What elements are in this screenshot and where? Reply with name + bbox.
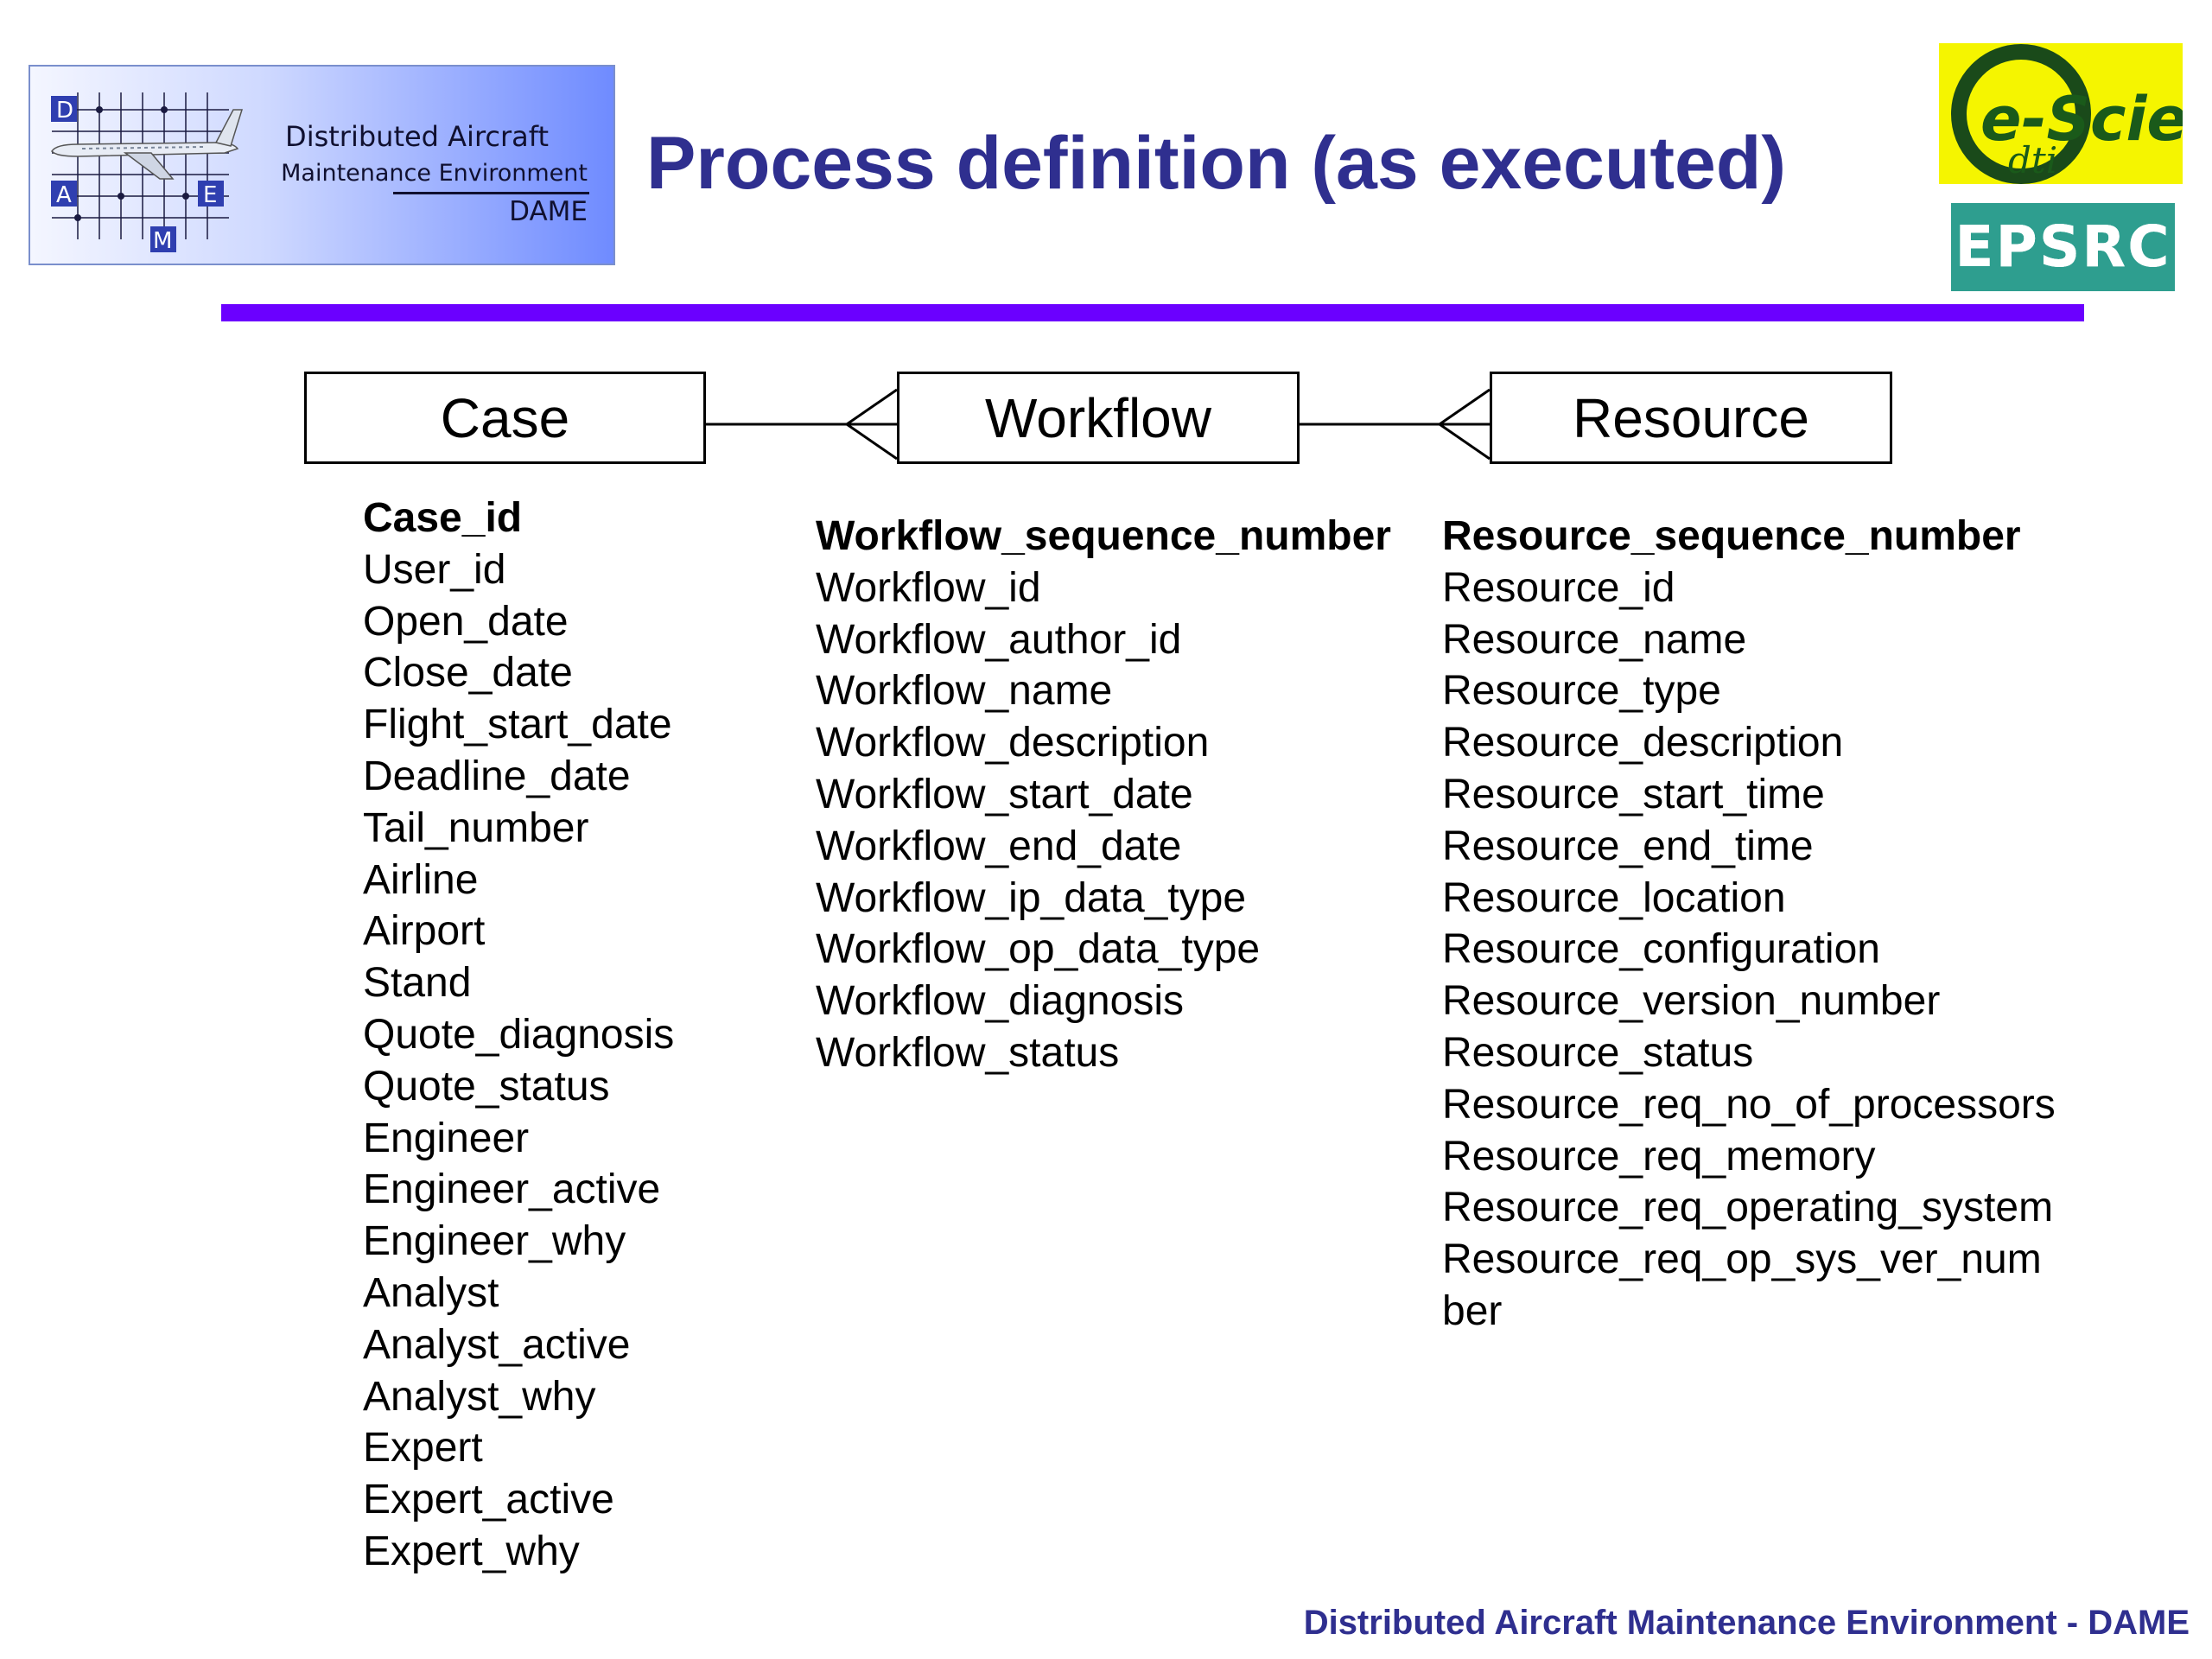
attribute-item: Expert_why <box>363 1528 580 1574</box>
epsrc-logo-text: EPSRC <box>1955 213 2171 280</box>
escience-sub-text: dti <box>2008 139 2057 181</box>
attribute-item: Airline <box>363 856 479 903</box>
attribute-item: Deadline_date <box>363 753 631 799</box>
attribute-item: Workflow_diagnosis <box>816 978 1184 1025</box>
attribute-item: Engineer <box>363 1115 530 1161</box>
dame-logo-line3: DAME <box>509 196 588 227</box>
attribute-item: Expert <box>363 1425 483 1471</box>
dame-letter-d: D <box>56 98 73 124</box>
attribute-item: Workflow_start_date <box>816 771 1193 817</box>
dame-grid-graphic: D A E M <box>51 92 244 254</box>
attribute-item: Close_date <box>363 650 573 696</box>
attribute-item: Workflow_status <box>816 1029 1120 1076</box>
epsrc-logo: EPSRC <box>1951 203 2175 291</box>
escience-logo: e-Science dti <box>1939 43 2212 184</box>
attribute-item: Tail_number <box>363 804 589 851</box>
attribute-item: Expert_active <box>363 1477 614 1523</box>
dame-letter-a: A <box>56 182 72 208</box>
attribute-item: Resource_req_op_sys_ver_num <box>1442 1236 2042 1283</box>
attribute-item: Engineer_active <box>363 1166 661 1213</box>
dame-letter-m: M <box>153 228 172 254</box>
attribute-item: User_id <box>363 546 506 593</box>
attribute-item: Workflow_name <box>816 668 1113 715</box>
attribute-item: Resource_location <box>1442 874 1786 921</box>
attribute-item: Flight_start_date <box>363 702 672 748</box>
entity-resource: Resource <box>1490 372 1892 464</box>
attribute-item: Resource_description <box>1442 720 1844 766</box>
dame-logo: D A E M Distributed Aircraft Maintenance… <box>29 65 615 265</box>
attribute-item: Quote_status <box>363 1063 610 1109</box>
entity-workflow: Workflow <box>897 372 1300 464</box>
attribute-item: Resource_id <box>1442 564 1675 611</box>
attribute-item: Resource_req_operating_system <box>1442 1185 2054 1231</box>
crow-foot-workflow-resource <box>1437 388 1491 461</box>
entity-case: Case <box>304 372 706 464</box>
dame-logo-line1: Distributed Aircraft <box>285 120 549 153</box>
attribute-item: Resource_name <box>1442 616 1747 663</box>
attribute-item: Analyst_active <box>363 1321 631 1368</box>
attribute-item: Airport <box>363 908 486 955</box>
attribute-item: Open_date <box>363 598 569 645</box>
attribute-item: Resource_end_time <box>1442 823 1814 869</box>
attribute-item: Analyst_why <box>363 1373 596 1420</box>
key-attribute: Case_id <box>363 495 523 541</box>
attribute-item: Workflow_id <box>816 564 1041 611</box>
attribute-item: Analyst <box>363 1269 499 1316</box>
attribute-item: Workflow_ip_data_type <box>816 874 1247 921</box>
header-divider <box>221 304 2084 321</box>
page-title: Process definition (as executed) <box>646 122 1787 205</box>
dame-letter-e: E <box>203 182 217 208</box>
dame-logo-underline <box>393 192 589 194</box>
attribute-item: Workflow_author_id <box>816 616 1182 663</box>
crow-foot-case-workflow <box>844 388 898 461</box>
attribute-item: Resource_req_memory <box>1442 1133 1876 1179</box>
escience-main-text: e-Science <box>1980 84 2183 155</box>
key-attribute: Workflow_sequence_number <box>816 513 1391 559</box>
attribute-item: ber <box>1442 1287 1503 1334</box>
attribute-item: Workflow_description <box>816 720 1210 766</box>
attribute-item: Workflow_end_date <box>816 823 1182 869</box>
dame-logo-line2: Maintenance Environment <box>281 160 588 187</box>
footer-text: Distributed Aircraft Maintenance Environ… <box>1303 1604 2190 1642</box>
attribute-item: Engineer_why <box>363 1218 626 1265</box>
attribute-item: Stand <box>363 960 472 1007</box>
key-attribute: Resource_sequence_number <box>1442 513 2021 559</box>
attribute-item: Resource_type <box>1442 668 1721 715</box>
attribute-item: Resource_status <box>1442 1029 1754 1076</box>
attribute-item: Resource_req_no_of_processors <box>1442 1081 2056 1128</box>
attribute-item: Workflow_op_data_type <box>816 926 1261 973</box>
attribute-item: Quote_diagnosis <box>363 1011 675 1058</box>
attribute-item: Resource_configuration <box>1442 926 1880 973</box>
attribute-item: Resource_start_time <box>1442 771 1825 817</box>
attribute-item: Resource_version_number <box>1442 978 1941 1025</box>
